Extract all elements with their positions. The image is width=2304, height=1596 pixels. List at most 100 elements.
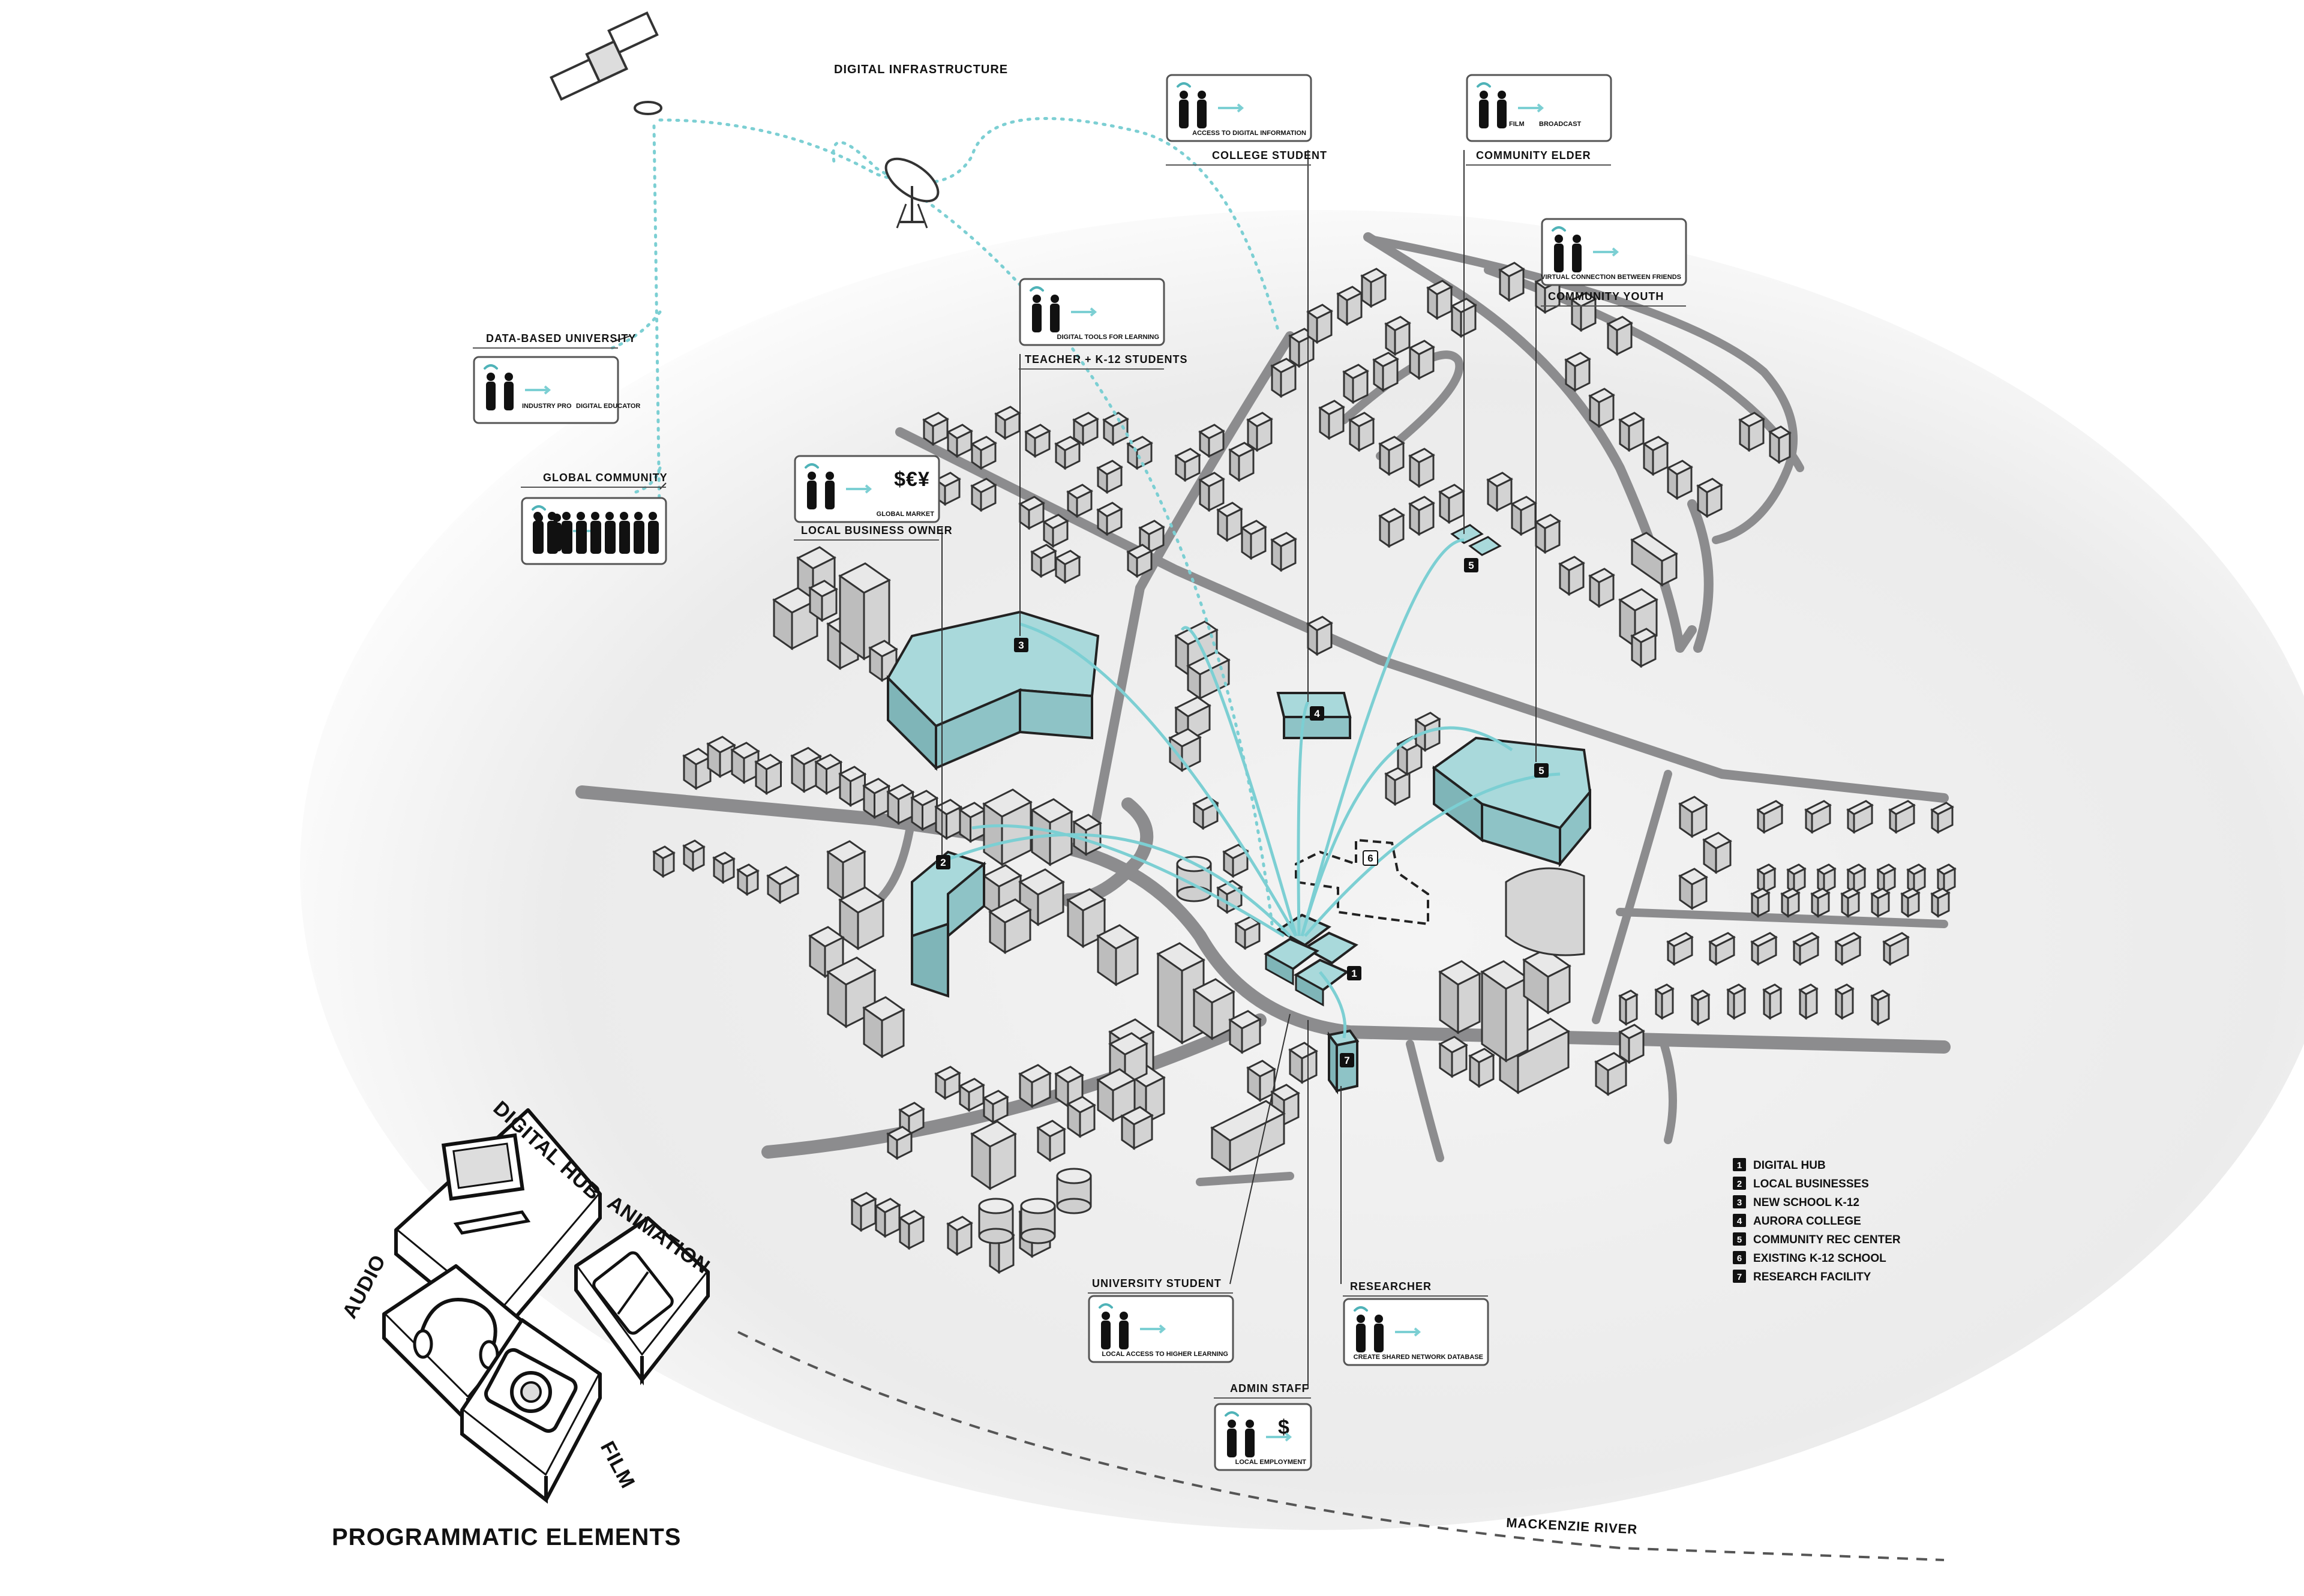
gray-building xyxy=(946,424,973,458)
gray-building xyxy=(730,742,760,784)
callout-sub-label: DIGITAL EDUCATOR xyxy=(576,403,640,410)
gray-building xyxy=(1906,863,1927,894)
gray-building xyxy=(1588,388,1615,428)
marker-number: 2 xyxy=(940,857,946,868)
gray-building xyxy=(1810,887,1831,918)
gray-building xyxy=(1750,932,1778,966)
callout-title: UNIVERSITY STUDENT xyxy=(1092,1277,1222,1289)
gray-building xyxy=(1408,496,1435,536)
program-animation: ANIMATION xyxy=(574,1191,714,1386)
gray-building xyxy=(1762,983,1783,1020)
legend-number: 3 xyxy=(1737,1198,1742,1208)
gray-building xyxy=(1198,424,1225,458)
gray-building xyxy=(652,845,676,878)
digital-infrastructure-label: DIGITAL INFRASTRUCTURE xyxy=(834,63,1008,76)
marker-number: 7 xyxy=(1344,1055,1349,1066)
building-existing-k12-school xyxy=(1295,838,1429,926)
gray-building xyxy=(1378,436,1405,476)
currency-symbol: $€¥ xyxy=(894,468,930,491)
gray-building xyxy=(868,640,898,682)
gray-building xyxy=(838,766,867,808)
wifi-icon xyxy=(1354,1306,1368,1312)
gray-building xyxy=(838,886,885,950)
gray-building xyxy=(1678,868,1708,910)
gray-building xyxy=(1246,1060,1276,1102)
gray-building xyxy=(1882,932,1910,966)
gray-building xyxy=(1588,568,1615,608)
gray-building xyxy=(958,1078,985,1112)
gray-building xyxy=(1666,460,1693,500)
callout-title: COMMUNITY ELDER xyxy=(1476,149,1591,161)
gray-building xyxy=(1426,280,1453,320)
gray-building xyxy=(1876,863,1897,894)
gray-building xyxy=(922,412,949,446)
program-film: FILM xyxy=(460,1318,640,1504)
arrow-icon xyxy=(1266,1432,1292,1442)
gray-building xyxy=(862,996,905,1058)
legend-label: LOCAL BUSINESSES xyxy=(1753,1178,1869,1190)
gray-building xyxy=(706,736,736,778)
gray-building xyxy=(970,436,997,470)
wifi-icon xyxy=(805,463,819,469)
road-network xyxy=(575,232,1951,1186)
gray-building xyxy=(1846,800,1874,834)
building-local-businesses xyxy=(911,850,987,998)
gray-building xyxy=(1240,520,1267,560)
gray-building xyxy=(970,478,997,512)
callout-title: TEACHER + K-12 STUDENTS xyxy=(1025,353,1188,365)
callout-box xyxy=(1214,1403,1312,1471)
wifi-icon xyxy=(1099,1303,1113,1309)
gray-building xyxy=(1096,502,1123,536)
gray-building xyxy=(1846,863,1867,894)
river-line xyxy=(737,1331,1945,1561)
arrow-icon xyxy=(846,484,872,494)
gray-building xyxy=(1480,960,1529,1063)
person-icon xyxy=(1180,91,1188,99)
gray-building xyxy=(1936,863,1957,894)
legend-number: 1 xyxy=(1737,1160,1742,1171)
gray-building xyxy=(1702,832,1732,874)
marker-number: 6 xyxy=(1367,853,1373,864)
arrow-icon xyxy=(1071,307,1097,317)
gray-building xyxy=(1900,887,1921,918)
callout-title: RESEARCHER xyxy=(1350,1280,1432,1292)
person-icon xyxy=(808,472,816,480)
gray-building xyxy=(1066,484,1093,518)
gray-building xyxy=(1438,960,1481,1034)
callout-global-community: GLOBAL COMMUNITY xyxy=(521,472,667,565)
wifi-icon xyxy=(532,505,546,511)
gray-building xyxy=(1336,286,1363,326)
legend-item: 1 DIGITAL HUB xyxy=(1733,1158,1826,1172)
person-icon xyxy=(1120,1312,1128,1320)
gray-building xyxy=(1408,448,1435,488)
gray-building xyxy=(1156,942,1205,1045)
gray-building xyxy=(994,406,1021,440)
gray-building xyxy=(874,1198,901,1238)
person-icon xyxy=(1228,1420,1236,1428)
gray-building xyxy=(1750,887,1771,918)
field-stadium xyxy=(1505,867,1585,956)
building-aurora-college xyxy=(1276,692,1352,739)
gray-building xyxy=(1042,514,1069,548)
building-marker: 6 xyxy=(1363,850,1378,866)
gray-building xyxy=(1534,514,1561,554)
gray-building xyxy=(826,956,877,1028)
gray-building xyxy=(1708,932,1736,966)
gray-building xyxy=(1174,448,1201,482)
wifi-icon xyxy=(1225,1411,1239,1417)
gray-building xyxy=(1126,544,1153,578)
gray-building xyxy=(1102,412,1129,446)
gray-building xyxy=(886,784,915,826)
marker-number: 5 xyxy=(1468,560,1474,571)
legend-label: DIGITAL HUB xyxy=(1753,1159,1826,1172)
gray-building xyxy=(1360,268,1387,308)
building-marker: 5 xyxy=(1464,558,1478,572)
legend-label: AURORA COLLEGE xyxy=(1753,1215,1861,1228)
